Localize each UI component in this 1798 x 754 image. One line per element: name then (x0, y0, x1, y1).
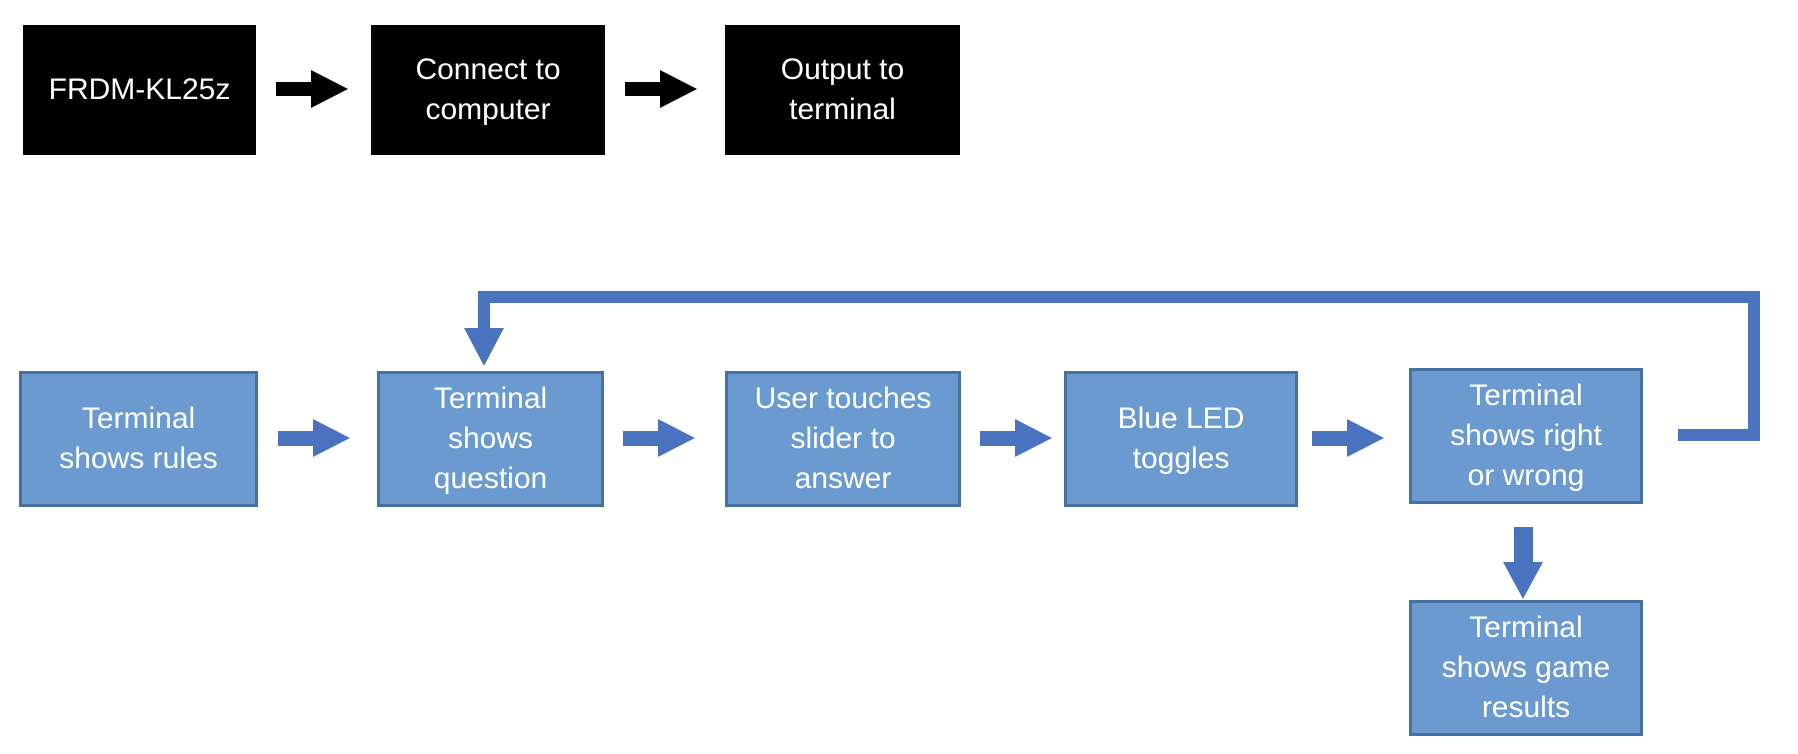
box-connect-to-computer: Connect to computer (371, 25, 605, 155)
box-output-to-terminal: Output to terminal (725, 25, 960, 155)
box-terminal-shows-game-results: Terminal shows game results (1409, 600, 1643, 736)
box-terminal-shows-question: Terminal shows question (377, 371, 604, 507)
box-frdm-kl25z: FRDM-KL25z (23, 25, 256, 155)
box-terminal-shows-game-results-label: Terminal shows game results (1441, 611, 1611, 724)
arrow-head (313, 419, 350, 457)
arrow-shaft (1312, 430, 1347, 446)
arrow-head (1015, 419, 1052, 457)
feedback-line-stub (1678, 429, 1760, 441)
arrow-shaft (278, 430, 313, 446)
box-user-touches-slider-label: User touches slider to answer (754, 382, 932, 495)
feedback-line-right (1748, 291, 1760, 441)
arrow-right-icon (278, 419, 350, 457)
arrow-down-icon (464, 328, 504, 366)
box-terminal-shows-right-or-wrong: Terminal shows right or wrong (1409, 368, 1643, 504)
arrow-right-icon (276, 70, 348, 108)
arrow-shaft (623, 430, 658, 446)
arrow-right-icon (623, 419, 695, 457)
arrow-right-icon (980, 419, 1052, 457)
arrow-head (658, 419, 695, 457)
arrow-down-icon (1503, 527, 1543, 599)
arrow-shaft (980, 430, 1015, 446)
box-terminal-shows-question-label: Terminal shows question (433, 382, 548, 495)
arrow-shaft (625, 82, 660, 96)
box-frdm-kl25z-label: FRDM-KL25z (48, 73, 231, 106)
arrow-right-icon (1312, 419, 1384, 457)
box-connect-to-computer-label: Connect to computer (415, 53, 561, 126)
arrow-shaft (276, 82, 311, 96)
arrow-shaft (1513, 527, 1533, 562)
arrow-head (1347, 419, 1384, 457)
box-user-touches-slider: User touches slider to answer (725, 371, 961, 507)
box-terminal-shows-rules-label: Terminal shows rules (59, 402, 218, 475)
feedback-line-top (478, 291, 1760, 303)
box-output-to-terminal-label: Output to terminal (780, 53, 905, 126)
arrow-head (1503, 562, 1543, 599)
arrow-head (311, 70, 348, 108)
box-terminal-shows-right-or-wrong-label: Terminal shows right or wrong (1450, 379, 1602, 492)
box-blue-led-toggles-label: Blue LED toggles (1117, 402, 1245, 475)
arrow-right-icon (625, 70, 697, 108)
feedback-line-drop (478, 291, 490, 329)
box-terminal-shows-rules: Terminal shows rules (19, 371, 258, 507)
box-blue-led-toggles: Blue LED toggles (1064, 371, 1298, 507)
arrow-head (660, 70, 697, 108)
